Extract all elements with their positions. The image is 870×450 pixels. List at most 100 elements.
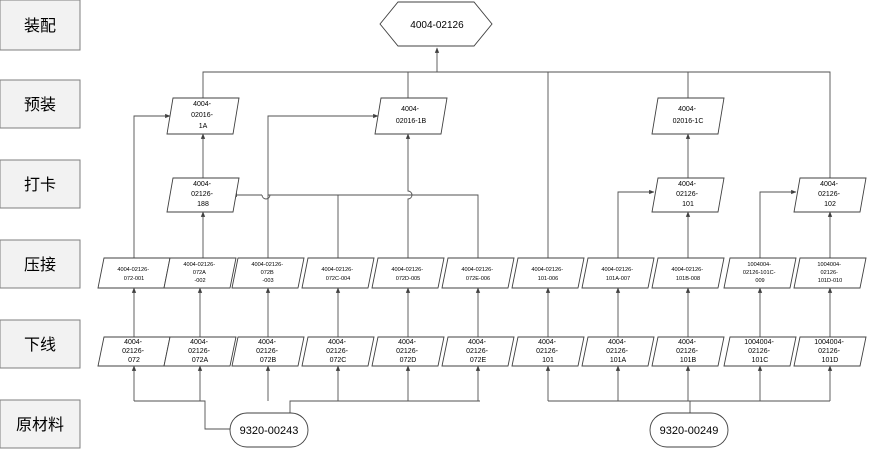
- cut-node-072d-line1: 4004-: [398, 339, 417, 346]
- clip-node-101-line2: 02126-: [676, 191, 698, 198]
- crimp-node-101c-009: 1004004- 02126-101C- 009: [723, 257, 797, 289]
- clip-node-102-line3: 102: [824, 201, 836, 208]
- cut-node-072-line3: 072: [128, 357, 140, 364]
- crimp-node-101-006-line2: 101-006: [538, 276, 559, 282]
- crimp-node-072b-003-line1: 4004-02126-: [251, 262, 283, 268]
- cut-node-101-line1: 4004-: [538, 339, 557, 346]
- raw-material-node-a: 9320-00243: [229, 412, 309, 448]
- clip-node-188-line3: 188: [197, 201, 209, 208]
- crimp-node-101c-009-line3: 009: [755, 278, 764, 284]
- cut-node-072c-line1: 4004-: [328, 339, 347, 346]
- stage-cut: 下线: [24, 335, 56, 354]
- cut-node-101d: 1004004- 02126- 101D: [793, 336, 867, 367]
- cut-node-072b-line3: 072B: [260, 357, 277, 364]
- clip-node-101-line1: 4004-: [678, 181, 697, 188]
- svg-text:4004-02126- 072-001: 4004-02126- 072-001: [117, 267, 150, 282]
- crimp-node-072a-002-line1: 4004-02126-: [183, 262, 215, 268]
- pre-node-1c-line1: 4004-: [678, 106, 697, 113]
- pre-node-1a-line2: 02016-: [191, 112, 213, 119]
- pre-node-1a: 4004- 02016- 1A: [166, 97, 240, 135]
- cut-node-072e-line3: 072E: [470, 357, 487, 364]
- pre-node-1a-line1: 4004-: [193, 101, 212, 108]
- clip-node-102-line1: 4004-: [820, 181, 839, 188]
- stage-pre-assembly: 预装: [24, 95, 56, 114]
- stage-crimp: 压接: [24, 255, 56, 274]
- cut-node-072c-line2: 02126-: [326, 348, 348, 355]
- svg-text:4004-02126- 101A-007: 4004-02126- 101A-007: [601, 267, 634, 282]
- cut-node-101b-line2: 02126-: [676, 348, 698, 355]
- crimp-node-072b-003: 4004-02126- 072B -003: [231, 257, 305, 289]
- crimp-node-101d-010-line3: 101D-010: [818, 278, 843, 284]
- crimp-node-072d-005: 4004-02126- 072D-005: [371, 257, 445, 289]
- svg-text:4004- 02126- 188: 4004- 02126- 188: [191, 181, 215, 208]
- cut-node-072a-line1: 4004-: [190, 339, 209, 346]
- clip-node-102: 4004- 02126- 102: [793, 177, 867, 213]
- pre-node-1c-line2: 02016-1C: [673, 118, 704, 125]
- stage-clip: 打卡: [24, 175, 56, 194]
- cut-node-072c-line3: 072C: [330, 357, 347, 364]
- crimp-node-072c-004-line1: 4004-02126-: [321, 267, 353, 273]
- cut-node-072e-line1: 4004-: [468, 339, 487, 346]
- stage-column: 装配 预装 打卡 压接 下线 原材料: [0, 0, 81, 449]
- crimp-node-101c-009-line2: 02126-101C-: [743, 270, 776, 276]
- cut-node-072d: 4004- 02126- 072D: [371, 336, 445, 367]
- raw-material-node-b-label: 9320-00249: [660, 425, 719, 437]
- crimp-node-101b-008-line1: 4004-02126-: [671, 267, 703, 273]
- raw-material-node-a-label: 9320-00243: [240, 425, 299, 437]
- cut-node-101c-line1: 1004004-: [744, 339, 774, 346]
- cut-node-101b-line3: 101B: [680, 357, 697, 364]
- cut-node-072d-line3: 072D: [400, 357, 417, 364]
- cut-node-072a-line2: 02126-: [188, 348, 210, 355]
- svg-text:4004- 02016-1B: 4004- 02016-1B: [396, 106, 427, 125]
- stage-assembly: 装配: [24, 16, 56, 35]
- crimp-node-072e-006-line1: 4004-02126-: [461, 267, 493, 273]
- pre-node-1b-line1: 4004-: [401, 106, 420, 113]
- clip-node-188: 4004- 02126- 188: [166, 177, 240, 213]
- svg-text:4004- 02126- 072E: 4004- 02126- 072E: [466, 339, 490, 364]
- crimp-node-101d-010-line1: 1004004-: [817, 262, 841, 268]
- svg-text:4004- 02126- 072A: 4004- 02126- 072A: [188, 339, 212, 364]
- cut-node-101-line2: 02126-: [536, 348, 558, 355]
- assembly-node: 4004-02126: [379, 1, 493, 47]
- svg-text:4004- 02126- 072: 4004- 02126- 072: [122, 339, 146, 364]
- clip-node-101: 4004- 02126- 101: [651, 177, 725, 213]
- svg-text:4004- 02126- 072D: 4004- 02126- 072D: [396, 339, 420, 364]
- cut-node-072d-line2: 02126-: [396, 348, 418, 355]
- crimp-node-072b-003-line2: 072B: [261, 270, 274, 276]
- crimp-node-072c-004: 4004-02126- 072C-004: [301, 257, 375, 289]
- cut-node-101: 4004- 02126- 101: [511, 336, 585, 367]
- cut-node-072-line1: 4004-: [124, 339, 143, 346]
- cut-node-101c-line2: 02126-: [748, 348, 770, 355]
- crimp-node-072a-002-line2: 072A: [193, 270, 206, 276]
- svg-text:4004- 02126- 072C: 4004- 02126- 072C: [326, 339, 350, 364]
- cut-node-101-line3: 101: [542, 357, 554, 364]
- svg-text:1004004- 02126-101C-: 1004004- 02126-101C- 009: [743, 262, 777, 284]
- crimp-node-101-006-line1: 4004-02126-: [531, 267, 563, 273]
- cut-node-072e: 4004- 02126- 072E: [441, 336, 515, 367]
- crimp-node-072c-004-line2: 072C-004: [326, 276, 351, 282]
- cut-node-072b-line1: 4004-: [258, 339, 277, 346]
- cut-node-101a-line2: 02126-: [606, 348, 628, 355]
- svg-text:4004-02126- 072C-004: 4004-02126- 072C-004: [321, 267, 354, 282]
- pre-node-1b: 4004- 02016-1B: [374, 97, 448, 135]
- cut-node-072e-line2: 02126-: [466, 348, 488, 355]
- cut-node-101d-line3: 101D: [822, 357, 839, 364]
- clip-node-101-line3: 101: [682, 201, 694, 208]
- clip-node-188-line1: 4004-: [193, 181, 212, 188]
- cut-node-072b-line2: 02126-: [256, 348, 278, 355]
- cut-node-101a-line1: 4004-: [608, 339, 627, 346]
- svg-text:1004004- 02126- 10: 1004004- 02126- 101C: [744, 339, 776, 364]
- svg-text:4004- 02126- 101: 4004- 02126- 101: [536, 339, 560, 364]
- pre-node-1c: 4004- 02016-1C: [651, 97, 725, 135]
- cut-node-072c: 4004- 02126- 072C: [301, 336, 375, 367]
- crimp-node-072-001-line2: 072-001: [124, 276, 145, 282]
- cut-node-101a-line3: 101A: [610, 357, 627, 364]
- svg-text:4004-02126- 072A -: 4004-02126- 072A -002: [183, 262, 216, 284]
- cut-node-072-line2: 02126-: [122, 348, 144, 355]
- svg-text:4004- 02126- 101B: 4004- 02126- 101B: [676, 339, 700, 364]
- cut-node-101b-line1: 4004-: [678, 339, 697, 346]
- connectors: [131, 47, 833, 430]
- svg-text:4004-02126- 072B -: 4004-02126- 072B -003: [251, 262, 284, 284]
- crimp-node-101-006: 4004-02126- 101-006: [511, 257, 585, 289]
